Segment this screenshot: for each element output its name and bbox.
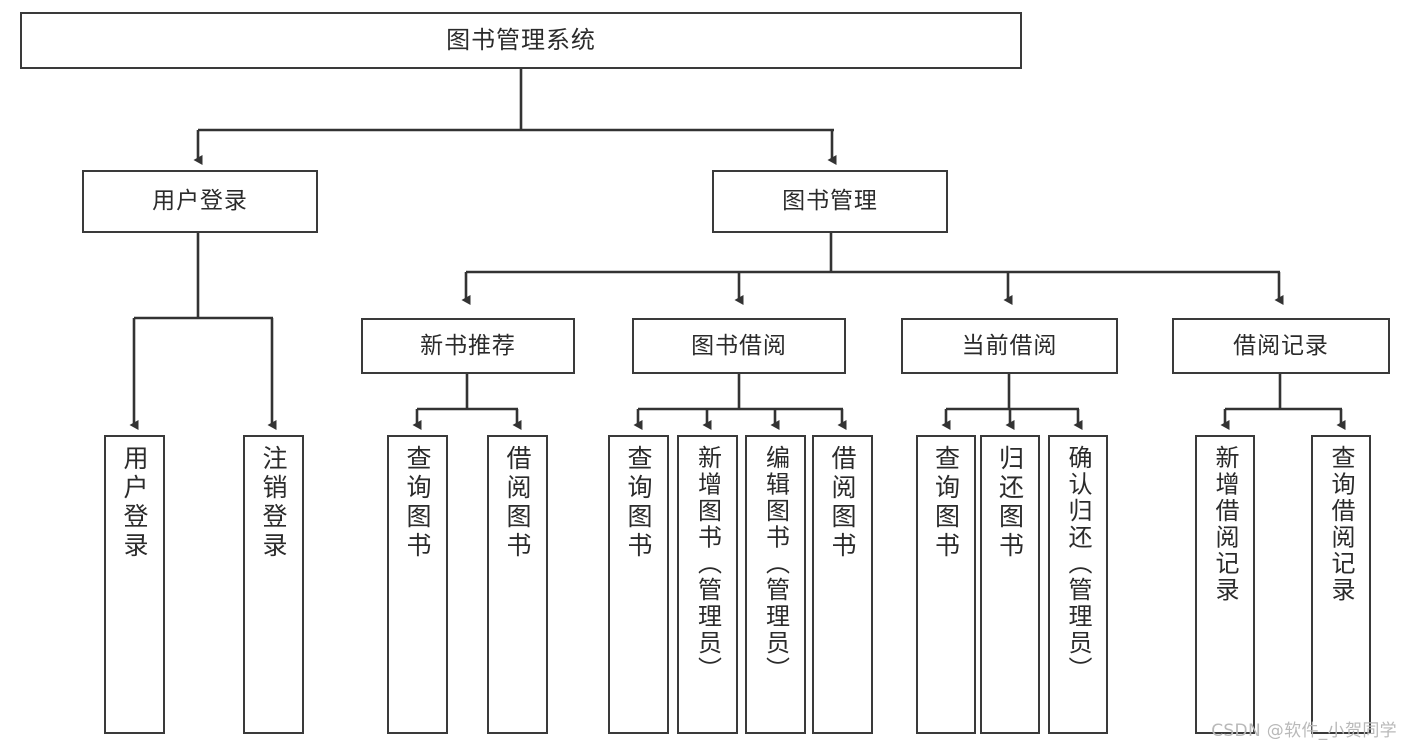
node-label: 用户登录 [120,445,149,561]
node-label: 新书推荐 [420,332,516,359]
node-label: 查询借阅记录 [1327,445,1355,604]
node-borrowing-record[interactable]: 借阅记录 [1172,318,1390,374]
node-leaf-query-borrow-record[interactable]: 查询借阅记录 [1311,435,1371,734]
node-label: 图书管理系统 [446,25,596,54]
node-label: 图书管理 [782,188,878,215]
node-label: 确认归还（管理员） [1064,445,1092,683]
node-leaf-return-books[interactable]: 归还图书 [980,435,1040,734]
node-book-borrowing[interactable]: 图书借阅 [632,318,846,374]
node-leaf-user-login[interactable]: 用户登录 [104,435,165,734]
node-label: 新增图书（管理员） [693,445,722,683]
node-new-book-recommendation[interactable]: 新书推荐 [361,318,575,374]
node-leaf-edit-book-admin[interactable]: 编辑图书（管理员） [745,435,806,734]
node-current-borrowing[interactable]: 当前借阅 [901,318,1118,374]
node-label: 查询图书 [931,445,961,561]
node-book-management[interactable]: 图书管理 [712,170,948,233]
watermark-text: CSDN @软件_小贺同学 [1211,721,1397,741]
node-root-book-management-system[interactable]: 图书管理系统 [20,12,1022,69]
node-label: 用户登录 [152,188,248,215]
node-leaf-add-book-admin[interactable]: 新增图书（管理员） [677,435,738,734]
node-user-login[interactable]: 用户登录 [82,170,318,233]
node-label: 当前借阅 [961,332,1058,359]
node-leaf-query-books-recommend[interactable]: 查询图书 [387,435,448,734]
node-label: 归还图书 [995,445,1025,561]
node-label: 借阅图书 [503,445,532,561]
node-label: 图书借阅 [691,332,787,359]
node-label: 查询图书 [624,445,653,561]
node-label: 注销登录 [259,445,288,561]
node-leaf-borrow-books-recommend[interactable]: 借阅图书 [487,435,548,734]
node-label: 新增借阅记录 [1211,445,1239,604]
node-leaf-query-books-current[interactable]: 查询图书 [916,435,976,734]
node-label: 借阅记录 [1233,332,1329,359]
node-label: 借阅图书 [828,445,857,561]
node-leaf-confirm-return-admin[interactable]: 确认归还（管理员） [1048,435,1108,734]
node-label: 查询图书 [403,445,432,561]
node-label: 编辑图书（管理员） [761,445,790,683]
node-leaf-query-books-borrow[interactable]: 查询图书 [608,435,669,734]
node-leaf-logout[interactable]: 注销登录 [243,435,304,734]
node-leaf-add-borrow-record[interactable]: 新增借阅记录 [1195,435,1255,734]
node-leaf-borrow-books[interactable]: 借阅图书 [812,435,873,734]
